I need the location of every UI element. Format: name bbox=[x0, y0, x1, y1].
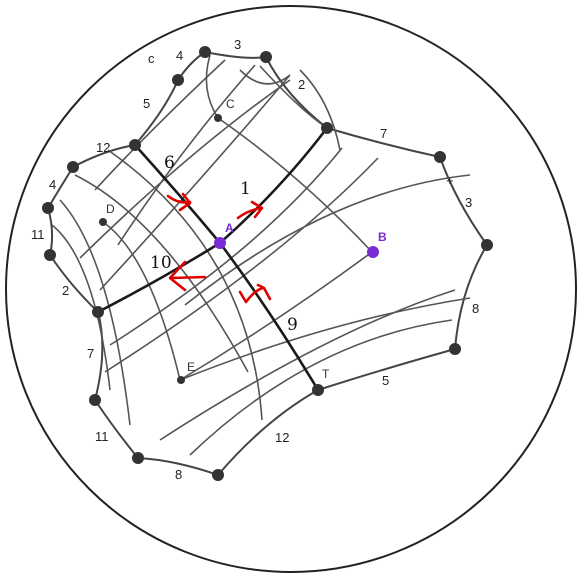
point-A bbox=[214, 237, 226, 249]
edge-label: 11 bbox=[95, 429, 109, 444]
point-C bbox=[214, 114, 222, 122]
vertex bbox=[67, 161, 79, 173]
label-D: D bbox=[106, 202, 115, 216]
edge-label: 7 bbox=[380, 126, 387, 141]
vertex bbox=[434, 151, 446, 163]
vertex bbox=[42, 202, 54, 214]
point-B bbox=[367, 246, 379, 258]
path-label-10: 10 bbox=[150, 253, 172, 273]
label-C: C bbox=[226, 97, 235, 111]
label-T: T bbox=[322, 367, 330, 381]
vertex bbox=[321, 122, 333, 134]
edge-label: 8 bbox=[175, 467, 182, 482]
label-B: B bbox=[378, 230, 387, 244]
edge-label: 3 bbox=[234, 37, 241, 52]
label-A: A bbox=[225, 221, 234, 235]
geodesic-grid bbox=[51, 54, 471, 456]
vertex bbox=[44, 249, 56, 261]
edge-label: 5 bbox=[382, 373, 389, 388]
vertex bbox=[481, 239, 493, 251]
path-1 bbox=[219, 127, 329, 244]
edge-label: 8 bbox=[472, 301, 479, 316]
path-10 bbox=[97, 241, 221, 314]
arrow-10 bbox=[168, 260, 207, 292]
edge-label: + bbox=[446, 173, 454, 188]
path-label-9: 9 bbox=[287, 315, 298, 335]
arrow-9 bbox=[238, 283, 272, 304]
vertex bbox=[312, 384, 324, 396]
path-labels: 6 1 10 9 bbox=[150, 153, 298, 335]
arrow-1 bbox=[236, 200, 264, 220]
edge-label: c bbox=[148, 51, 155, 66]
arrow-6 bbox=[166, 192, 192, 212]
edge-label: 12 bbox=[96, 140, 110, 155]
point-D bbox=[99, 218, 107, 226]
vertex bbox=[199, 46, 211, 58]
point-E bbox=[177, 376, 185, 384]
edge-label: 4 bbox=[176, 48, 183, 63]
edge-label: 2 bbox=[298, 77, 305, 92]
vertex bbox=[132, 452, 144, 464]
vertices bbox=[42, 46, 493, 481]
direction-arrows bbox=[166, 192, 272, 304]
edge-label: 11 bbox=[31, 227, 45, 242]
edge-label: 5 bbox=[143, 96, 150, 111]
edge-label: 7 bbox=[87, 346, 94, 361]
vertex bbox=[89, 394, 101, 406]
vertex bbox=[129, 139, 141, 151]
path-label-6: 6 bbox=[164, 153, 175, 173]
vertex bbox=[449, 343, 461, 355]
disk-boundary bbox=[5, 5, 577, 573]
edge-label: 3 bbox=[465, 195, 472, 210]
vertex bbox=[172, 74, 184, 86]
edge-label: 4 bbox=[49, 177, 56, 192]
point-labels: C D E A B T bbox=[106, 97, 387, 381]
edge-labels: c 4 3 2 5 12 4 11 2 7 7 + 3 8 5 12 8 11 bbox=[31, 37, 479, 482]
edge-label: 2 bbox=[62, 283, 69, 298]
polygon-boundary bbox=[47, 51, 488, 476]
vertex bbox=[212, 469, 224, 481]
path-label-1: 1 bbox=[240, 179, 251, 199]
label-E: E bbox=[187, 360, 195, 374]
edge-label: 12 bbox=[275, 430, 289, 445]
vertex bbox=[92, 306, 104, 318]
vertex bbox=[260, 51, 272, 63]
